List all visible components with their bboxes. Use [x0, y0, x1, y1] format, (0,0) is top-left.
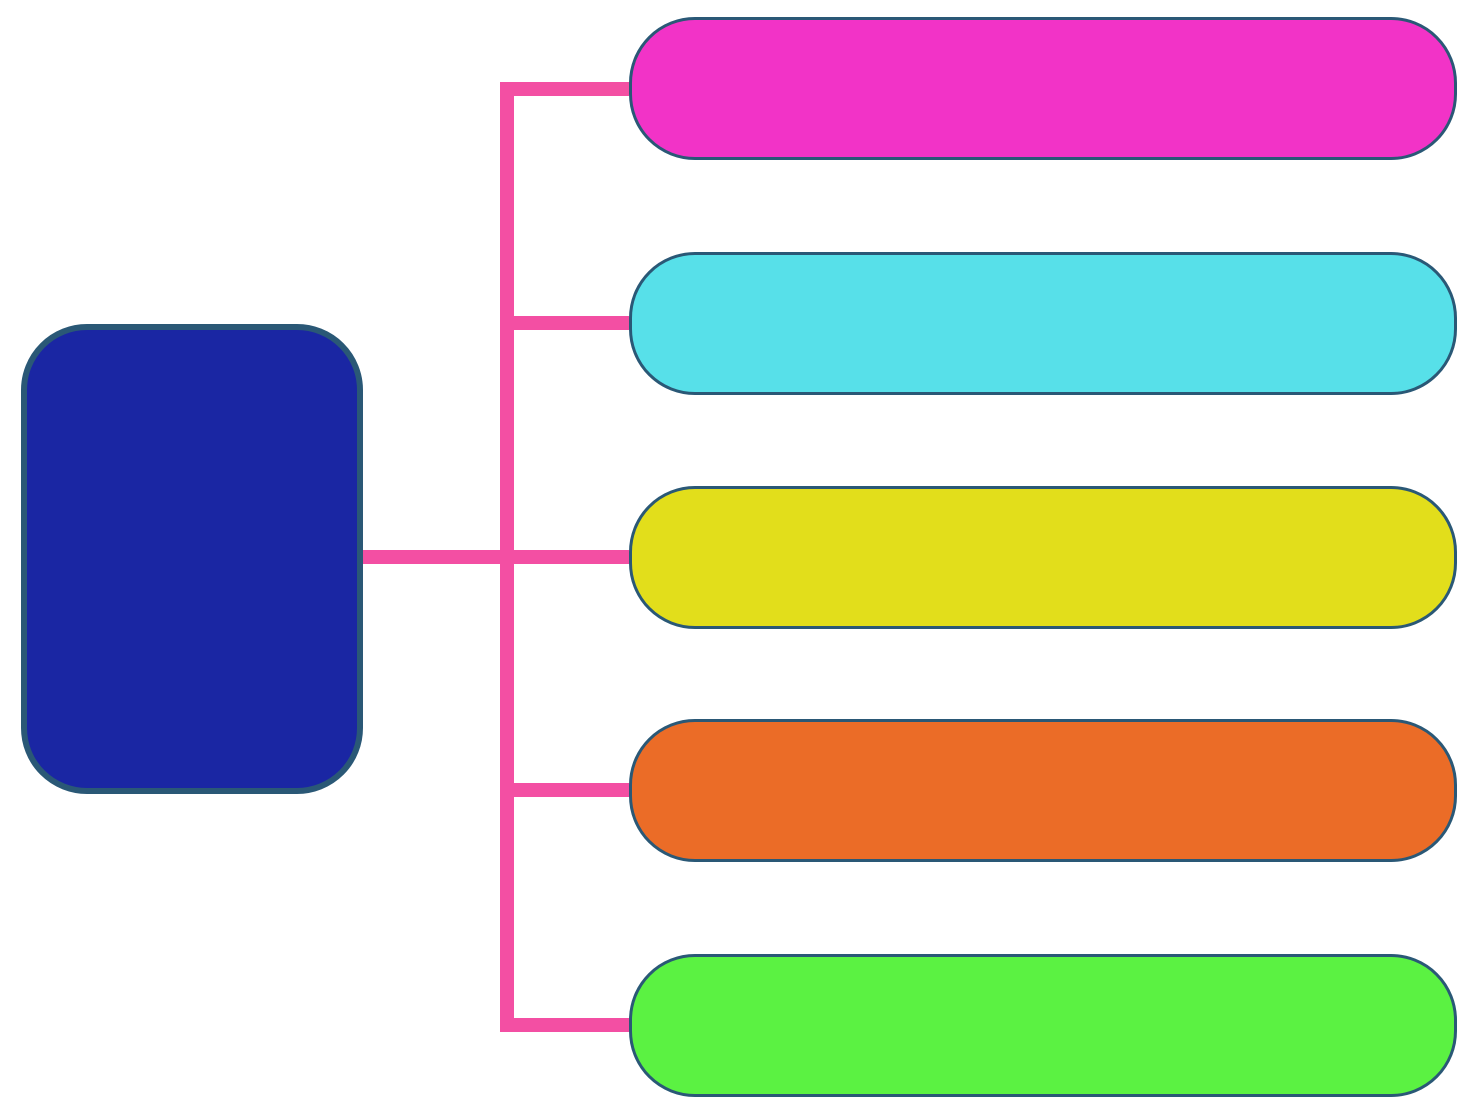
root-node [21, 324, 363, 794]
branch-node-1 [629, 17, 1457, 160]
branch-node-2 [629, 252, 1457, 395]
branch-node-4 [629, 719, 1457, 862]
branch-node-3 [629, 486, 1457, 629]
branch-node-5 [629, 954, 1457, 1097]
